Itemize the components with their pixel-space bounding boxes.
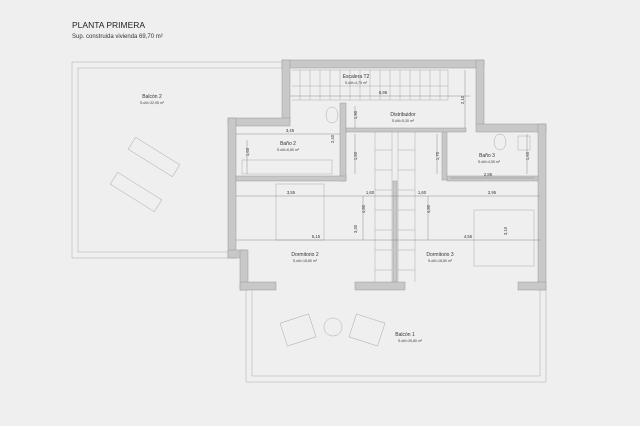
balcon2-area xyxy=(71,61,290,259)
dim: 3,45 xyxy=(286,128,295,133)
label-balcon1: Balcón 1 xyxy=(395,332,415,338)
dim: 3,30 xyxy=(353,224,358,233)
shower-icon xyxy=(517,135,531,151)
label-balcon2: Balcón 2 xyxy=(142,94,162,100)
dim: 2,40 xyxy=(330,134,335,143)
dim: 4,55 xyxy=(464,234,473,239)
dim: 5,15 xyxy=(312,234,321,239)
dim: 2,10 xyxy=(460,95,465,104)
toilet-icon xyxy=(325,106,339,124)
area-bano3: S.útil=4,55 m² xyxy=(478,160,501,164)
bed-icon xyxy=(473,209,535,267)
toilet-icon xyxy=(493,133,507,151)
label-dormitorio2: Dormitorio 2 xyxy=(291,252,318,258)
dim: 4,80 xyxy=(426,204,431,213)
label-distribuidor: Distribuidor xyxy=(390,112,416,118)
vanity-icon xyxy=(241,159,333,175)
dim: 2,85 xyxy=(484,172,493,177)
label-dormitorio3: Dormitorio 3 xyxy=(426,252,453,258)
label-bano3: Baño 3 xyxy=(479,153,495,159)
plan-subtitle: Sup. construida vivienda 69,70 m² xyxy=(72,34,163,40)
dim: 3,10 xyxy=(503,226,508,235)
dim: 1,60 xyxy=(245,147,250,156)
area-distribuidor: S.útil=5,30 m² xyxy=(392,119,415,123)
sun-lounger-icon xyxy=(109,136,181,213)
bed-icon xyxy=(275,183,325,241)
area-balcon1: S.útil=26,80 m² xyxy=(398,339,423,343)
area-bano2: S.útil=6,80 m² xyxy=(277,148,300,152)
dim: 2,95 xyxy=(488,190,497,195)
dim: 4,80 xyxy=(361,204,366,213)
dim: 5,98 xyxy=(379,90,388,95)
armchair-icon xyxy=(348,313,386,347)
dim: 1,60 xyxy=(366,190,375,195)
armchair-icon xyxy=(279,313,317,347)
walls xyxy=(227,59,547,291)
label-bano2: Baño 2 xyxy=(280,141,296,147)
dim: 1,60 xyxy=(418,190,427,195)
dim: 1,50 xyxy=(353,151,358,160)
room-labels: Balcón 2 S.útil=32,95 m² Escalera T2 S.ú… xyxy=(140,74,501,343)
area-dormitorio3: S.útil=18,80 m² xyxy=(428,259,453,263)
dimension-labels: 5,98 2,10 1,90 3,45 1,60 2,40 1,50 1,70 … xyxy=(245,90,530,239)
area-balcon2: S.útil=32,95 m² xyxy=(140,101,165,105)
balcon1-area xyxy=(245,290,547,383)
dim: 1,70 xyxy=(435,151,440,160)
staircase xyxy=(292,69,449,282)
dimension-lines xyxy=(236,70,540,241)
plan-title: PLANTA PRIMERA xyxy=(72,20,145,30)
area-escalera: S.útil=4,75 m² xyxy=(345,81,368,85)
area-dormitorio2: S.útil=18,80 m² xyxy=(293,259,318,263)
dim: 1,60 xyxy=(525,151,530,160)
table-icon xyxy=(323,317,343,337)
dim: 1,90 xyxy=(353,110,358,119)
dim: 3,55 xyxy=(287,190,296,195)
label-escalera: Escalera T2 xyxy=(343,74,370,80)
